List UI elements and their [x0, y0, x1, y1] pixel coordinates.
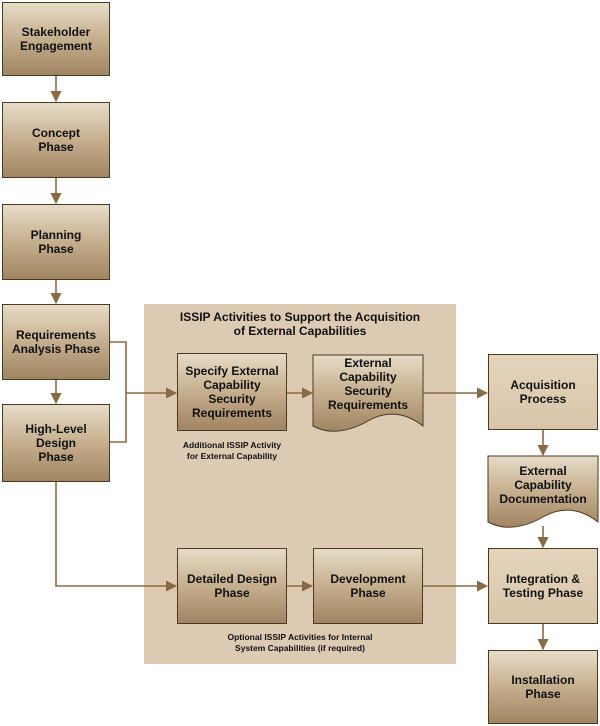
integration-testing-phase-box[interactable]: Integration & Testing Phase [488, 548, 598, 624]
external-capability-documentation-label: External Capability Documentation [499, 464, 587, 506]
planning-phase-box[interactable]: Planning Phase [2, 204, 110, 280]
note-internal-capabilities: Optional ISSIP Activities for Internal S… [227, 632, 373, 653]
acquisition-process-box[interactable]: Acquisition Process [488, 354, 598, 430]
high-level-design-phase-box[interactable]: High-Level Design Phase [2, 404, 110, 482]
arrow-hld-to-detailed-design [55, 482, 178, 592]
external-security-requirements-document [312, 354, 424, 432]
note-external-capability: Additional ISSIP Activity for External C… [182, 440, 282, 461]
requirements-analysis-phase-box[interactable]: Requirements Analysis Phase [2, 304, 110, 380]
detailed-design-phase-box[interactable]: Detailed Design Phase [177, 548, 287, 624]
concept-phase-box[interactable]: Concept Phase [2, 102, 110, 178]
stakeholder-engagement-box[interactable]: Stakeholder Engagement [2, 2, 110, 76]
installation-phase-box[interactable]: Installation Phase [488, 650, 598, 724]
external-capability-documentation-document [487, 455, 599, 528]
bracket-requirements-hld [110, 341, 127, 443]
panel-title: ISSIP Activities to Support the Acquisit… [179, 310, 421, 338]
specify-external-capability-box[interactable]: Specify External Capability Security Req… [177, 353, 287, 431]
external-security-requirements-label: External Capability Security Requirement… [327, 356, 409, 412]
development-phase-box[interactable]: Development Phase [313, 548, 423, 624]
